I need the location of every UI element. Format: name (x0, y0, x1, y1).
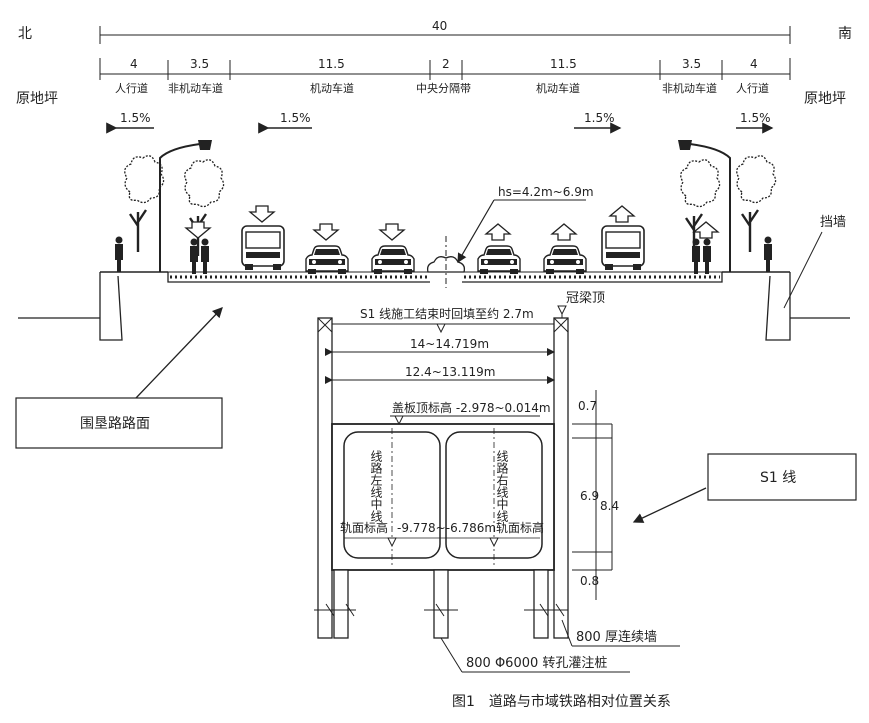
slope-4: 1.5% (740, 111, 771, 125)
dim-07: 0.7 (578, 399, 597, 413)
road-section (18, 236, 850, 341)
s1-line-callout: S1 线 (632, 453, 857, 523)
car-icon (305, 245, 349, 275)
pedestrian-icon (190, 238, 198, 274)
width-outer-label: 14~14.719m (410, 337, 489, 351)
seg-width-2: 3.5 (190, 57, 209, 71)
s1-line-label: S1 线 (760, 470, 796, 486)
seg-label-4: 中央分隔带 (416, 82, 471, 95)
seg-width-1: 4 (130, 57, 138, 71)
tunnel-structure: S1 线施工结束时回填至约 2.7m 冠梁顶 14~14.719m 12.4~1… (314, 291, 619, 639)
total-width-label: 40 (432, 19, 447, 33)
diaphragm-wall-label: 800 厚连续墙 (576, 629, 657, 645)
slope-2: 1.5% (280, 111, 311, 125)
figure-caption: 图1 道路与市域铁路相对位置关系 (452, 693, 671, 710)
pedestrian-icon (201, 238, 209, 274)
car-icon (477, 245, 521, 275)
car-icon (543, 245, 587, 275)
street-lamp-icon (678, 140, 731, 272)
pedestrian-icon (764, 236, 772, 272)
rail-left-label: 轨面标高 (340, 520, 388, 535)
ground-label-right: 原地坪 (804, 91, 846, 107)
seg-label-6: 非机动车道 (662, 81, 717, 95)
hs-annotation: hs=4.2m~6.9m (457, 185, 594, 264)
retaining-wall-callout: 挡墙 (783, 215, 846, 309)
road-surface-label: 围垦路路面 (80, 416, 150, 432)
seg-width-7: 4 (750, 57, 758, 71)
slope-indicators: 1.5% 1.5% 1.5% 1.5% (106, 111, 774, 134)
north-label: 北 (18, 26, 32, 42)
dim-08: 0.8 (580, 574, 599, 588)
street-lamp-icon (159, 140, 212, 272)
seg-label-5: 机动车道 (536, 81, 580, 95)
right-line-label: 线路右线中线 (495, 450, 509, 522)
tree-icon (123, 154, 165, 254)
backfill-label: S1 线施工结束时回填至约 2.7m (360, 306, 534, 321)
road-surface-callout: 围垦路路面 (15, 307, 223, 449)
seg-width-3: 11.5 (318, 57, 345, 71)
car-icon (371, 245, 415, 275)
south-label: 南 (838, 26, 852, 42)
pedestrian-icon (692, 238, 700, 274)
rail-range-label: -9.778~-6.786m (397, 521, 496, 535)
seg-label-3: 机动车道 (310, 81, 354, 95)
ground-label-left: 原地坪 (16, 91, 58, 107)
rail-right-label: 轨面标高 (496, 520, 544, 535)
slope-3: 1.5% (584, 111, 615, 125)
hs-label: hs=4.2m~6.9m (498, 185, 594, 199)
seg-label-1: 人行道 (115, 81, 148, 95)
top-dimension: 北 南 40 4 3.5 11.5 2 11.5 3.5 4 人行道 非机动车道… (16, 19, 852, 107)
median-shrub (426, 256, 466, 273)
dim-84: 8.4 (600, 499, 619, 513)
tree-icon (679, 158, 721, 258)
crown-beam-label: 冠梁顶 (566, 291, 605, 306)
seg-label-7: 人行道 (736, 81, 769, 95)
pedestrian-icon (115, 236, 123, 272)
seg-label-2: 非机动车道 (168, 81, 223, 95)
dim-69: 6.9 (580, 489, 599, 503)
left-line-label: 线路左线中线 (369, 450, 383, 522)
wall-pile-callouts: 800 厚连续墙 800 Φ6000 转孔灌注桩 (440, 619, 680, 673)
retaining-wall-label: 挡墙 (820, 215, 846, 230)
pedestrian-icon (703, 238, 711, 274)
bus-icon (601, 225, 645, 271)
bored-pile-label: 800 Φ6000 转孔灌注桩 (466, 656, 607, 671)
seg-width-5: 11.5 (550, 57, 577, 71)
bus-icon (241, 225, 285, 271)
top-slab-label: 盖板顶标高 -2.978~0.014m (392, 400, 551, 415)
slope-1: 1.5% (120, 111, 151, 125)
width-inner-label: 12.4~13.119m (405, 365, 495, 379)
arrow-icon (184, 205, 720, 241)
seg-width-4: 2 (442, 57, 450, 71)
seg-width-6: 3.5 (682, 57, 701, 71)
